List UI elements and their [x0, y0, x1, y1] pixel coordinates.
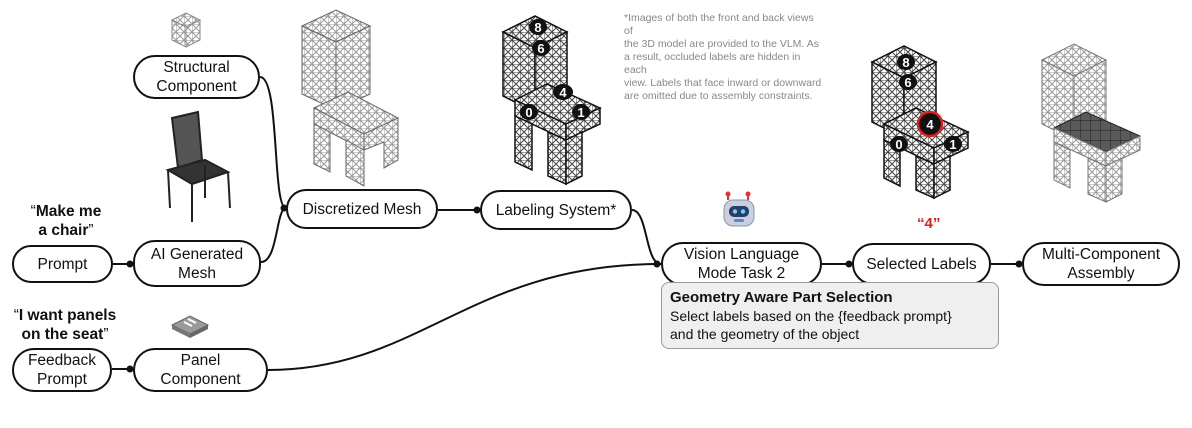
svg-text:0: 0	[895, 137, 902, 152]
label-badge-1: 1	[944, 136, 962, 152]
svg-text:1: 1	[949, 137, 956, 152]
svg-text:4: 4	[559, 85, 567, 100]
discretized-mesh-image	[300, 9, 400, 187]
svg-text:6: 6	[904, 75, 911, 90]
label-badge-0: 0	[890, 136, 908, 152]
feedback-prompt-node[interactable]: Feedback Prompt	[12, 348, 112, 392]
svg-text:8: 8	[902, 55, 909, 70]
label-badge-6: 6	[899, 74, 917, 90]
chair-mesh-icon	[165, 110, 231, 222]
svg-text:8: 8	[534, 20, 541, 35]
vision-language-model-node[interactable]: Vision Language Mode Task 2	[661, 242, 822, 286]
footnote: *Images of both the front and back views…	[624, 12, 822, 102]
multi-component-assembly-node[interactable]: Multi-Component Assembly	[1022, 242, 1180, 286]
label-badge-6: 6	[532, 40, 550, 56]
label-badge-0: 0	[520, 104, 538, 120]
label-badge-8: 8	[529, 19, 547, 35]
label-badge-4: 4	[553, 84, 573, 100]
label-badge-8: 8	[897, 54, 915, 70]
prompt-node[interactable]: Prompt	[12, 245, 113, 283]
label-badge-4-selected: 4	[916, 110, 944, 138]
connectors	[112, 76, 1022, 371]
selected-label-annotation: “4”	[917, 215, 941, 232]
structural-component-node[interactable]: Structural Component	[133, 55, 260, 99]
discretized-mesh-node[interactable]: Discretized Mesh	[286, 189, 438, 229]
edge-panel-vlm	[267, 263, 662, 371]
panel-component-icon	[170, 315, 210, 338]
multi-component-assembly-image	[1040, 43, 1142, 203]
connector-dots	[126, 204, 1023, 373]
feedback-quote: “I want panels on the seat”	[13, 307, 117, 343]
panel-component-node[interactable]: Panel Component	[133, 348, 268, 392]
info-box-body: Select labels based on the {feedback pro…	[670, 308, 952, 342]
svg-text:0: 0	[525, 105, 532, 120]
geometry-aware-part-selection-box: Geometry Aware Part Selection Select lab…	[661, 282, 999, 349]
edge-structural-discretized	[259, 76, 287, 209]
svg-text:4: 4	[926, 117, 934, 132]
prompt-quote: “Make me a chair”	[30, 203, 102, 239]
labeling-system-node[interactable]: Labeling System*	[480, 190, 632, 230]
selected-labels-node[interactable]: Selected Labels	[852, 243, 991, 285]
robot-icon	[723, 191, 755, 227]
label-badge-1: 1	[572, 104, 590, 120]
svg-text:1: 1	[577, 105, 584, 120]
info-box-title: Geometry Aware Part Selection	[670, 289, 893, 306]
ai-generated-mesh-node[interactable]: AI Generated Mesh	[133, 240, 261, 287]
svg-text:6: 6	[537, 41, 544, 56]
structural-component-icon	[170, 12, 202, 48]
